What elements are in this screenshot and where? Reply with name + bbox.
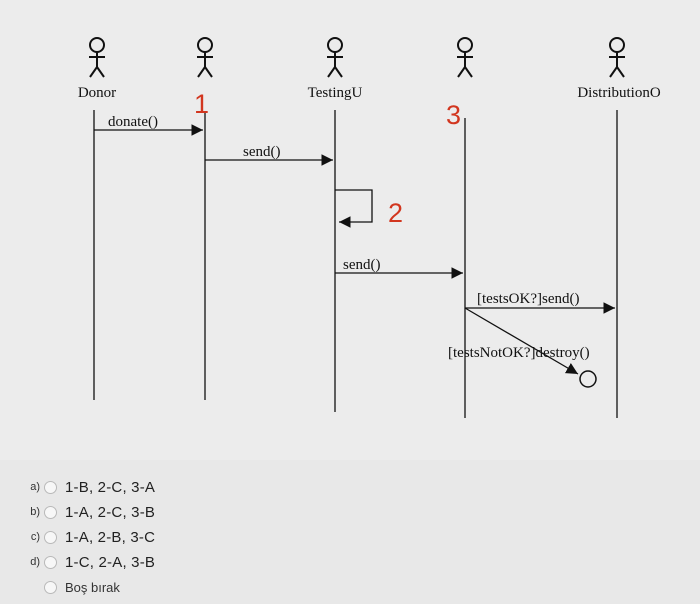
annotation-marker-1: 1 [194,89,209,119]
actor-icon-donor [89,37,105,78]
radio-button[interactable] [44,580,57,594]
radio-button[interactable] [44,530,57,544]
option-text: 1-C, 2-A, 3-B [65,553,156,571]
actor-icon-unnamed-2 [457,37,473,78]
actor-icon-testingu [327,37,343,78]
actor-icon-unnamed-1 [197,37,213,78]
self-message-arrow [335,189,373,228]
option-letter: a) [30,481,40,493]
option-text: 1-A, 2-C, 3-B [65,503,156,521]
answer-option-c[interactable]: c) 1-A, 2-B, 3-C [22,526,155,548]
message-label-send-2: send() [343,257,381,273]
skip-option[interactable]: Boş bırak [22,576,120,598]
radio-button[interactable] [44,505,57,519]
message-label-tests-ok: [testsOK?]send() [477,291,579,307]
radio-button[interactable] [44,480,57,494]
answer-options: a) 1-B, 2-C, 3-A b) 1-A, 2-C, 3-B c) 1-A… [0,460,700,604]
annotation-marker-2: 2 [388,198,403,228]
option-letter: d) [30,556,40,568]
option-letter: b) [30,506,40,518]
option-text: 1-A, 2-B, 3-C [65,528,156,546]
message-label-send-1: send() [243,144,281,160]
lifeline-label-distributiono: DistributionO [577,85,661,101]
annotation-marker-3: 3 [446,100,461,130]
lifeline-label-donor: Donor [78,85,116,101]
answer-option-d[interactable]: d) 1-C, 2-A, 3-B [22,551,155,573]
sequence-diagram-panel: Donor TestingU DistributionO donate() se… [77,37,661,418]
option-letter: c) [30,531,40,543]
skip-label: Boş bırak [65,579,120,595]
lifeline-label-testingu: TestingU [308,85,363,101]
message-label-donate: donate() [108,114,158,130]
destroy-endpoint-icon [579,370,597,388]
message-label-tests-not-ok: [testsNotOK?]destroy() [448,345,590,361]
sequence-diagram: Donor TestingU DistributionO donate() se… [78,37,661,418]
answer-option-a[interactable]: a) 1-B, 2-C, 3-A [22,476,155,498]
option-text: 1-B, 2-C, 3-A [65,478,156,496]
message-arrow-tests-not-ok [464,307,579,375]
radio-button[interactable] [44,555,57,569]
actor-icon-distributiono [609,37,625,78]
answer-option-b[interactable]: b) 1-A, 2-C, 3-B [22,501,155,523]
